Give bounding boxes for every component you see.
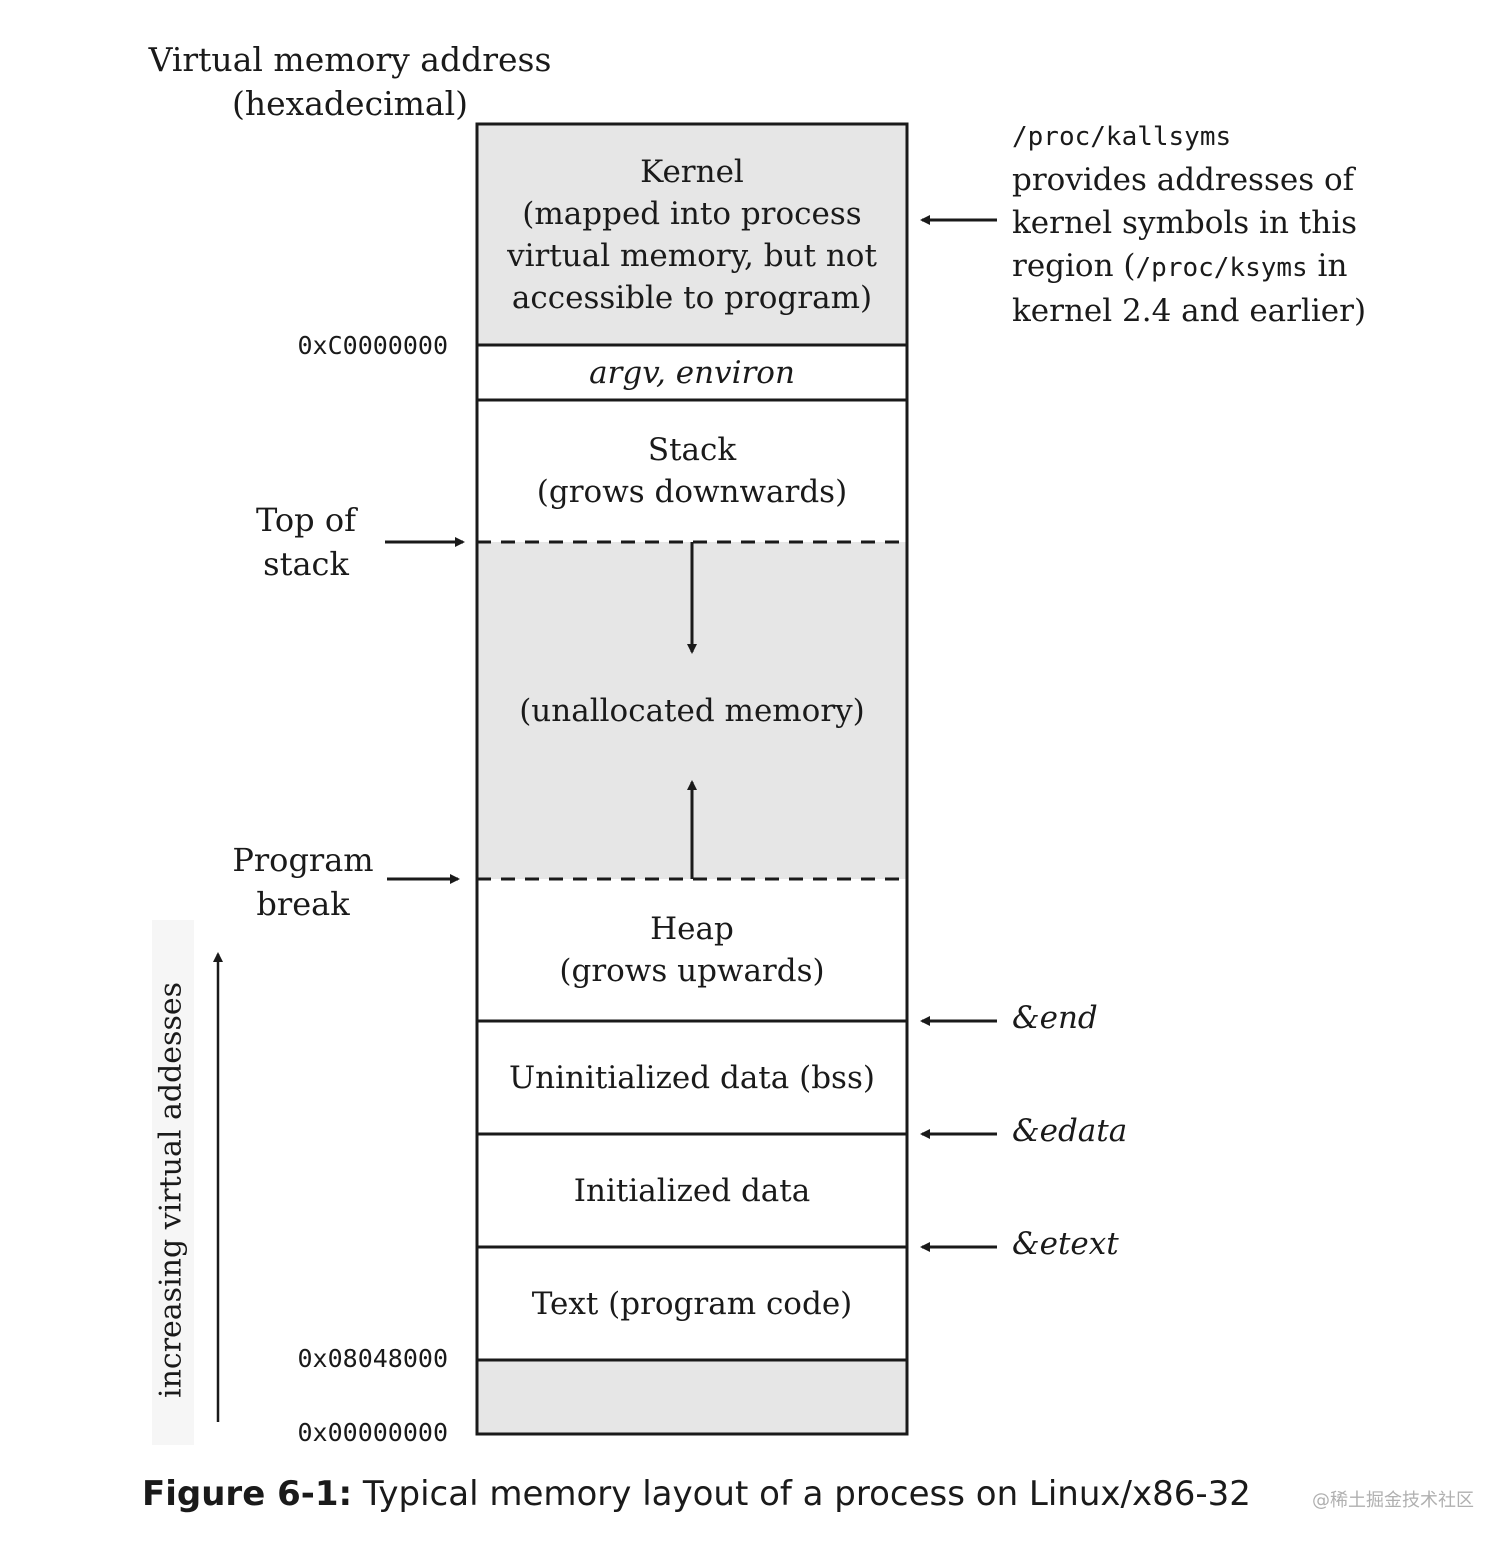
top-of-stack-label: Top of stack [226,498,386,586]
kernel-desc-3: accessible to program) [511,279,873,316]
unallocated-label: (unallocated memory) [519,692,865,729]
edata-symbol-label: &edata [1012,1113,1128,1149]
kallsyms-path: /proc/kallsyms [1012,122,1232,152]
figure-number: Figure 6-1: [142,1474,353,1514]
figure-caption: Figure 6-1: Typical memory layout of a p… [142,1474,1251,1514]
text-segment-label: Text (program code) [531,1285,853,1322]
segment-text: Text (program code) [477,1247,907,1360]
segment-kernel: Kernel (mapped into process virtual memo… [477,124,907,345]
watermark: @稀土掘金技术社区 [1312,1490,1474,1511]
kernel-desc-2: virtual memory, but not [507,237,877,274]
etext-symbol-label: &etext [1012,1226,1119,1262]
address-kernel-start: 0xC0000000 [297,331,448,360]
figure-caption-text: Typical memory layout of a process on Li… [352,1474,1251,1514]
top-of-stack-line1: Top of [256,501,356,539]
heap-desc: (grows upwards) [559,953,825,989]
address-axis-title-line2: (hexadecimal) [231,84,469,123]
kallsyms-note-line5: kernel 2.4 and earlier) [1012,293,1367,329]
initialized-data-label: Initialized data [573,1172,811,1209]
stack-label: Stack [647,432,737,468]
address-zero: 0x00000000 [297,1418,448,1447]
bss-label: Uninitialized data (bss) [509,1059,875,1096]
kernel-desc-1: (mapped into process [522,195,862,232]
address-axis-title-line1: Virtual memory address [148,40,552,79]
kallsyms-note-line4-post: in [1307,248,1348,284]
address-axis-title: Virtual memory address (hexadecimal) [140,38,560,126]
segment-argv-environ: argv, environ [477,345,907,400]
segment-stack: Stack (grows downwards) [477,400,907,542]
kallsyms-note-line4-pre: region ( [1012,248,1136,284]
stack-desc: (grows downwards) [536,474,848,510]
kallsyms-note-line3: kernel symbols in this [1012,205,1358,241]
end-symbol-label: &end [1012,1000,1098,1036]
kallsyms-note: /proc/kallsyms provides addresses of ker… [1012,114,1432,333]
kallsyms-note-line2: provides addresses of [1012,162,1355,198]
program-break-label: Program break [218,838,388,926]
address-text-start: 0x08048000 [297,1344,448,1373]
program-break-line2: break [256,885,350,923]
memory-layout-column: Kernel (mapped into process virtual memo… [477,124,907,1434]
argv-environ-label: argv, environ [589,354,795,391]
program-break-line1: Program [232,841,374,879]
increasing-addresses-label: increasing virtual addesses [153,982,189,1399]
segment-heap: Heap (grows upwards) [477,879,907,1021]
heap-label: Heap [650,911,734,947]
segment-unmapped-low [477,1360,907,1434]
segment-initialized-data: Initialized data [477,1134,907,1247]
ksyms-path: /proc/ksyms [1135,253,1308,283]
kernel-label: Kernel [640,153,744,190]
column-border [475,122,909,1436]
segment-bss: Uninitialized data (bss) [477,1021,907,1134]
vertical-label-background [152,920,194,1445]
top-of-stack-line2: stack [263,545,349,583]
